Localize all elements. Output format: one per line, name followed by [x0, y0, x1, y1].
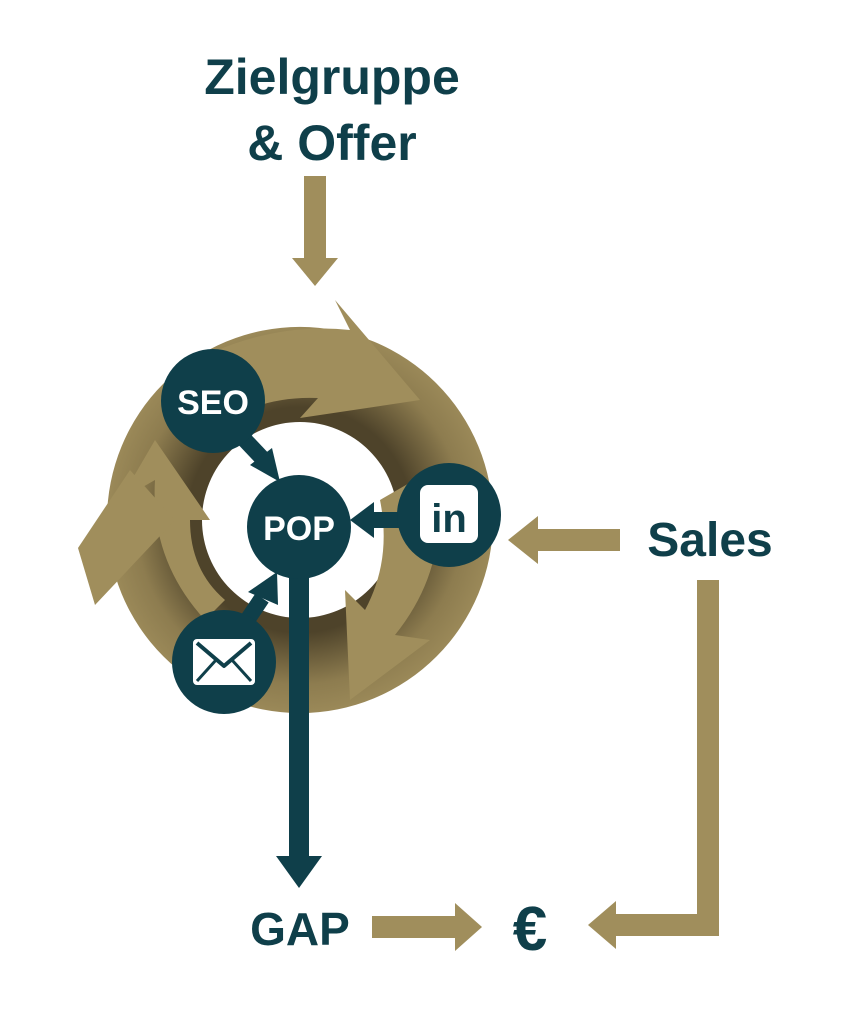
gap-to-euro-arrow [372, 903, 482, 951]
pop-label: POP [263, 510, 335, 548]
sales-to-euro-arrow [588, 580, 719, 949]
sales-to-linkedin-arrow [508, 516, 620, 564]
title-line-1: Zielgruppe [204, 49, 460, 105]
title-line-2: & Offer [247, 115, 416, 171]
pop-node: POP [247, 475, 351, 579]
euro-label: € [513, 895, 547, 964]
linkedin-icon-text: in [431, 497, 467, 541]
arrow-down-to-cycle [292, 176, 338, 286]
cycle-arrow-left [78, 440, 225, 620]
email-node [172, 610, 276, 714]
linkedin-to-pop-head [350, 502, 374, 538]
gap-label: GAP [250, 903, 350, 955]
linkedin-icon: in [420, 485, 478, 543]
seo-label: SEO [177, 384, 249, 422]
seo-to-pop-head [250, 448, 280, 482]
email-to-pop-head [248, 572, 278, 605]
envelope-icon [193, 639, 255, 685]
pop-to-gap-line [289, 560, 309, 860]
linkedin-node: in [397, 463, 501, 567]
pop-to-gap-head [276, 856, 322, 888]
sales-label: Sales [647, 514, 772, 567]
seo-node: SEO [161, 349, 265, 453]
